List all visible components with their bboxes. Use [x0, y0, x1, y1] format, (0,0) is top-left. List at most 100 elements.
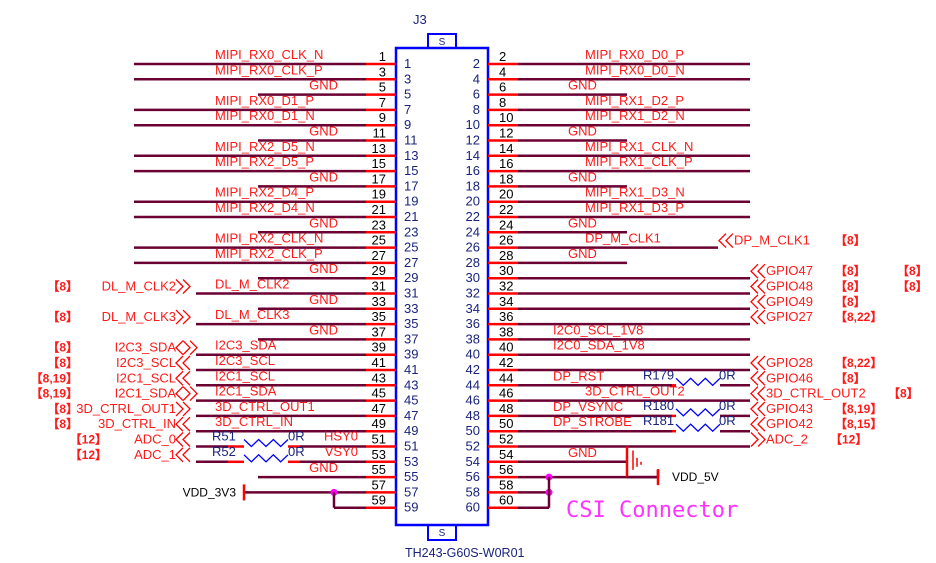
left-pin-19-number: 19 — [372, 187, 386, 202]
right-pin-24-net-label: GND — [568, 215, 597, 230]
left-pin-37-net-label: GND — [309, 322, 338, 337]
right-pin-32-port-icon — [750, 279, 766, 294]
left-pin-47-port-icon — [175, 401, 191, 417]
left-pin-5-inner-number: 5 — [404, 87, 411, 102]
left-pin-59-inner-number: 59 — [404, 500, 418, 515]
left-pin-9-number: 9 — [379, 110, 386, 125]
left-pin-11-net-label: GND — [309, 124, 338, 139]
right-pin-32-sheet-ref: 【8】 — [835, 279, 866, 294]
right-pin-48-resistor-icon — [675, 408, 721, 417]
left-pin-25-net-label: MIPI_RX2_CLK_N — [215, 231, 323, 246]
left-pin-53-sheet-ref: 【12】 — [70, 447, 107, 462]
right-pin-52-number: 52 — [499, 432, 513, 447]
right-pin-48-number: 48 — [499, 401, 513, 416]
left-pin-55-number: 55 — [372, 462, 386, 477]
left-pin-59-number: 59 — [372, 493, 386, 508]
left-pin-53-number: 53 — [372, 447, 386, 462]
left-pin-29-number: 29 — [372, 263, 386, 278]
right-pin-36-inner-number: 36 — [466, 316, 480, 331]
left-pin-53-net-label: VSY0 — [325, 444, 358, 459]
left-pin-7-number: 7 — [379, 95, 386, 110]
right-pin-46-port-icon — [750, 386, 766, 402]
left-pin-13-number: 13 — [372, 141, 386, 156]
right-pin-50-sheet-ref: 【8,15】 — [835, 416, 882, 431]
left-pin-47-inner-number: 47 — [404, 408, 418, 423]
left-pin-43-number: 43 — [372, 370, 386, 385]
left-pin-33-inner-number: 33 — [404, 301, 418, 316]
right-pin-56-number: 56 — [499, 462, 513, 477]
right-pin-24-number: 24 — [499, 217, 513, 232]
right-pin-34-number: 34 — [499, 294, 513, 309]
right-pin-44-res-designator: R179 — [643, 367, 674, 382]
right-pin-54-inner-number: 54 — [466, 454, 480, 469]
right-pin-60-inner-number: 60 — [466, 500, 480, 515]
right-pin-28-net-label: GND — [568, 246, 597, 261]
right-pin-26-net-label: DP_M_CLK1 — [585, 231, 661, 246]
right-pin-48-port-name: GPIO43 — [766, 401, 813, 416]
right-pin-48-res-designator: R180 — [643, 398, 674, 413]
left-pin-13-inner-number: 13 — [404, 148, 418, 163]
left-pin-45-inner-number: 45 — [404, 393, 418, 408]
left-pin-51-sheet-ref: 【12】 — [70, 432, 107, 447]
right-pin-44-net-label: DP_RST — [553, 368, 604, 383]
left-pin-29-net-label: GND — [309, 261, 338, 276]
right-pin-34-port-name: GPIO49 — [766, 294, 813, 309]
right-pin-26-port-icon — [718, 233, 734, 249]
right-pin-8-net-label: MIPI_RX1_D2_P — [585, 93, 684, 108]
right-pin-46-inner-number: 46 — [466, 393, 480, 408]
vdd-3v3-label: VDD_3V3 — [183, 485, 237, 499]
right-pin-38-number: 38 — [499, 324, 513, 339]
right-pin-22-number: 22 — [499, 202, 513, 217]
right-pin-50-port-icon — [750, 416, 766, 432]
right-pin-32-number: 32 — [499, 279, 513, 294]
right-pin-4-number: 4 — [499, 64, 506, 79]
right-pin-26-inner-number: 26 — [466, 240, 480, 255]
right-pin-36-port-icon — [750, 309, 766, 325]
left-pin-55-inner-number: 55 — [404, 469, 418, 484]
right-pin-14-inner-number: 14 — [466, 148, 480, 163]
wires-layer: 11MIPI_RX0_CLK_N33MIPI_RX0_CLK_P55GND77M… — [31, 47, 928, 515]
shield-label-top: S — [439, 37, 446, 48]
left-pin-47-net-label: 3D_CTRL_OUT1 — [215, 399, 315, 414]
right-pin-30-number: 30 — [499, 263, 513, 278]
right-pin-26-sheet-ref: 【8】 — [835, 233, 866, 248]
part-number: TH243-G60S-W0R01 — [405, 546, 525, 560]
right-pin-42-port-icon — [750, 355, 766, 371]
right-pin-12-net-label: GND — [568, 124, 597, 139]
right-pin-48-port-icon — [750, 401, 766, 417]
left-pin-31-port-name: DL_M_CLK2 — [102, 279, 176, 294]
left-pin-21-inner-number: 21 — [404, 209, 418, 224]
right-pin-42-number: 42 — [499, 355, 513, 370]
left-pin-43-net-label: I2C1_SCL — [215, 368, 275, 383]
right-pin-42-sheet-ref: 【8,22】 — [835, 355, 882, 370]
right-pin-6-net-label: GND — [568, 78, 597, 93]
left-pin-11-number: 11 — [373, 126, 387, 141]
left-pin-35-port-name: DL_M_CLK3 — [102, 309, 176, 324]
left-pin-27-number: 27 — [372, 248, 386, 263]
right-pin-50-port-name: GPIO42 — [766, 416, 813, 431]
right-pin-34-sheet-ref: 【8】 — [835, 294, 866, 309]
vdd-5v-label: VDD_5V — [672, 470, 719, 484]
left-pin-53-resistor-icon — [243, 453, 289, 463]
right-pin-46-port-name: 3D_CTRL_OUT2 — [766, 386, 866, 401]
left-pin-39-inner-number: 39 — [404, 347, 418, 362]
right-pin-52-inner-number: 52 — [466, 439, 480, 454]
right-pin-8-number: 8 — [499, 95, 506, 110]
left-pin-51-port-name: ADC_0 — [134, 432, 176, 447]
right-pin-30-inner-number: 30 — [466, 270, 480, 285]
left-pin-53-port-icon — [175, 447, 191, 463]
right-pin-28-number: 28 — [499, 248, 513, 263]
right-pin-12-number: 12 — [499, 126, 513, 141]
left-pin-51-port-icon — [175, 432, 191, 447]
left-pin-41-sheet-ref: 【8】 — [47, 355, 78, 370]
left-pin-45-sheet-ref: 【8,19】 — [31, 386, 78, 401]
right-pin-22-inner-number: 22 — [466, 209, 480, 224]
left-pin-37-inner-number: 37 — [404, 331, 418, 346]
left-pin-35-inner-number: 35 — [404, 316, 418, 331]
right-pin-8-inner-number: 8 — [473, 102, 480, 117]
right-pin-44-inner-number: 44 — [466, 377, 480, 392]
right-pin-50-res-value: 0R — [719, 413, 736, 428]
shield-label-bottom: S — [439, 528, 446, 539]
left-pin-1-inner-number: 1 — [404, 56, 411, 71]
left-pin-45-net-label: I2C1_SDA — [215, 384, 277, 399]
